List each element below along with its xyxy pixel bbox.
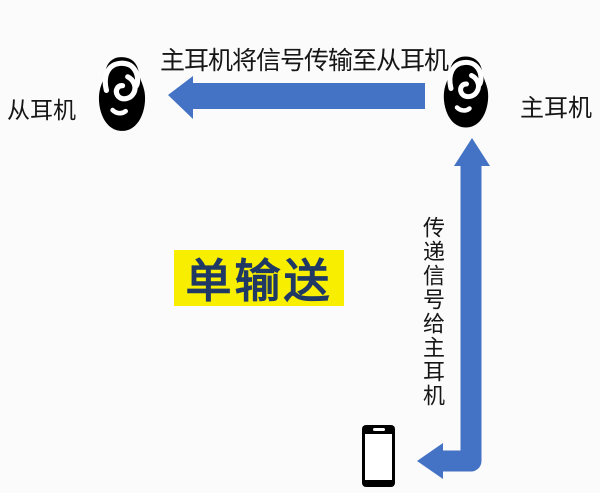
smartphone-speaker-bar [372, 428, 385, 431]
arrow-main-to-secondary [168, 76, 425, 119]
arrow-phone-to-main [417, 138, 490, 479]
smartphone-icon [362, 425, 395, 487]
ear-icon [98, 57, 146, 131]
center-highlight-label: 单输送 [174, 250, 344, 307]
smartphone-screen [365, 434, 392, 480]
diagram-title: 主耳机将信号传输至从耳机 [160, 47, 449, 75]
vertical-arrow-label: 传递信号给主耳机 [420, 216, 445, 408]
ear-icon [443, 56, 489, 128]
secondary-earphone-label: 从耳机 [7, 97, 76, 123]
main-earphone-label: 主耳机 [520, 95, 592, 122]
